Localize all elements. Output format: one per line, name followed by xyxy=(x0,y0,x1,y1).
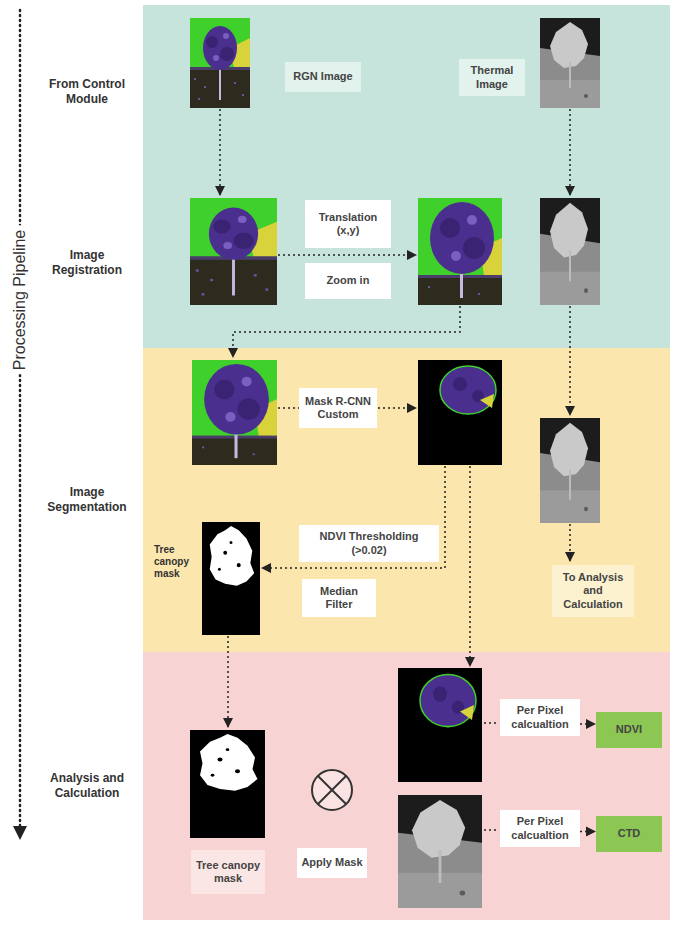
pipeline-arrowhead xyxy=(13,826,27,840)
multiply-symbol xyxy=(318,776,346,804)
result-box: NDVI xyxy=(596,712,662,748)
thermal-image xyxy=(540,418,600,523)
result-box: CTD xyxy=(596,816,662,852)
image-label: RGN Image xyxy=(285,62,361,92)
thermal-image xyxy=(540,198,600,305)
flow-arrows xyxy=(220,109,570,830)
box-label: RGN Image xyxy=(293,70,352,83)
box-label: Median Filter xyxy=(306,585,372,611)
image-label: Tree canopy mask xyxy=(191,850,265,894)
box-label: Tree canopy mask xyxy=(195,859,261,885)
flow-connector xyxy=(580,723,595,725)
pipeline-line xyxy=(19,10,22,826)
mask-caption: Tree canopy mask xyxy=(154,544,200,580)
thermal-image xyxy=(398,795,482,908)
box-label: Zoom in xyxy=(327,274,370,287)
box-label: To Analysis and Calculation xyxy=(556,571,630,611)
process-box: NDVI Thresholding (>0.02) xyxy=(299,525,439,562)
image-label: Thermal Image xyxy=(459,59,525,96)
process-box: Median Filter xyxy=(302,579,376,617)
process-box: Apply Mask xyxy=(297,848,367,878)
canopy-mask-image xyxy=(202,522,260,635)
box-label: Translation (x,y) xyxy=(309,211,387,237)
process-box: Per Pixel calcualtion xyxy=(500,699,580,736)
stage-heading: Analysis and Calculation xyxy=(39,771,135,801)
multiply-symbol xyxy=(318,776,346,804)
process-box: Zoom in xyxy=(305,263,391,299)
stage-heading: From Control Module xyxy=(39,77,135,107)
box-label: CTD xyxy=(618,827,641,840)
multiply-symbol xyxy=(312,770,352,810)
box-label: Per Pixel calcualtion xyxy=(504,704,576,730)
stage-heading: Image Registration xyxy=(39,248,135,278)
flow-connector xyxy=(580,831,595,833)
process-box: Mask R-CNN Custom xyxy=(299,388,377,428)
registered-image xyxy=(418,198,502,305)
process-box: Translation (x,y) xyxy=(305,200,391,248)
rgn-image xyxy=(190,198,277,305)
segmented-image xyxy=(418,360,502,465)
stage-heading: Image Segmentation xyxy=(39,485,135,515)
box-label: NDVI Thresholding (>0.02) xyxy=(303,530,435,556)
box-label: NDVI xyxy=(616,723,642,736)
segmented-image xyxy=(398,668,482,782)
box-label: Thermal Image xyxy=(463,64,521,90)
pipeline-label: Processing Pipeline xyxy=(11,226,29,375)
box-label: Per Pixel calcualtion xyxy=(504,815,576,841)
box-label: Apply Mask xyxy=(301,856,362,869)
rgn-image xyxy=(190,18,250,108)
output-note: To Analysis and Calculation xyxy=(552,565,634,617)
process-box: Per Pixel calcualtion xyxy=(500,810,580,847)
thermal-image xyxy=(540,18,600,108)
registered-image xyxy=(192,360,277,465)
canopy-mask-image xyxy=(190,730,265,838)
box-label: Mask R-CNN Custom xyxy=(303,395,373,421)
